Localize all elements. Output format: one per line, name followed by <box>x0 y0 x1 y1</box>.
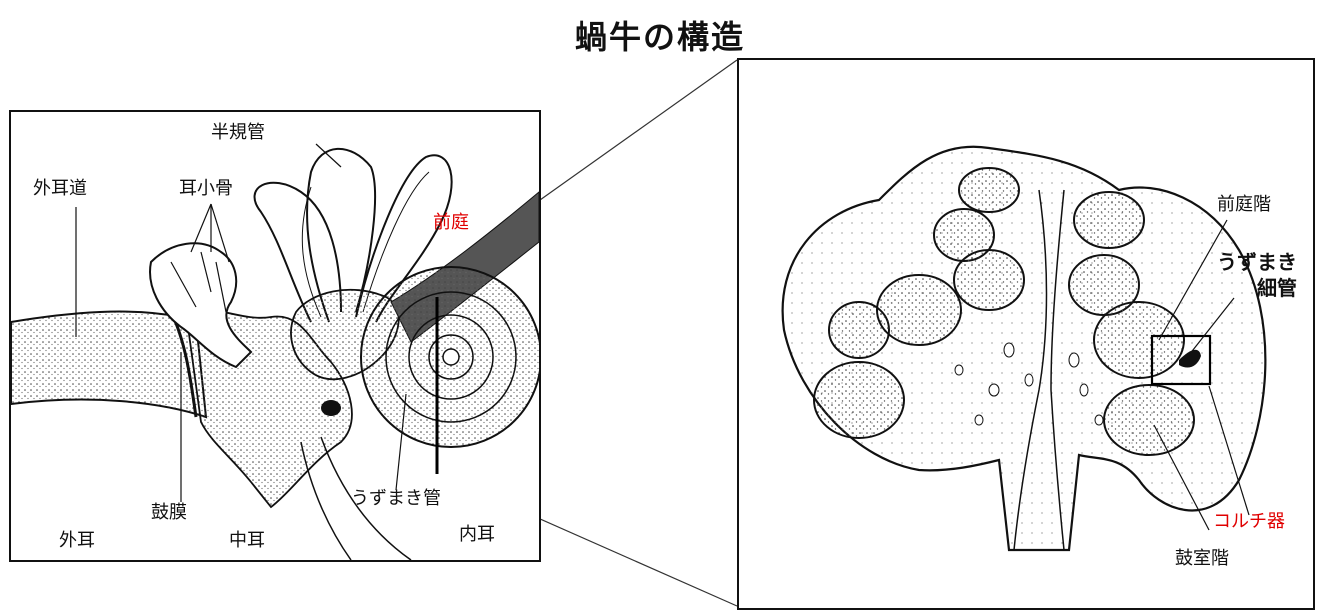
label-ossicles: 耳小骨 <box>179 180 233 198</box>
label-scala-tympani: 鼓室階 <box>1175 550 1229 568</box>
label-external-ear-canal: 外耳道 <box>33 180 87 198</box>
label-cochlear-duct-line1: うずまき <box>1217 252 1297 272</box>
label-cochlea: うずまき管 <box>351 490 441 508</box>
label-eardrum: 鼓膜 <box>151 504 187 522</box>
label-scala-vestibuli: 前庭階 <box>1217 196 1271 214</box>
label-middle-ear: 中耳 <box>229 532 265 550</box>
label-outer-ear: 外耳 <box>59 532 95 550</box>
label-cochlear-duct: うずまき 細管 <box>1217 252 1297 298</box>
label-cochlear-duct-line2: 細管 <box>1257 278 1297 298</box>
cochlea-spiral-shape <box>361 267 539 447</box>
ear-overview-panel: 半規管 外耳道 耳小骨 前庭 うずまき管 鼓膜 外耳 中耳 内耳 <box>9 110 541 562</box>
label-semicircular-canals: 半規管 <box>211 124 265 142</box>
cochlea-cross-section-panel: 前庭階 うずまき 細管 コルチ器 鼓室階 <box>737 58 1315 610</box>
ear-anatomy-drawing <box>11 112 539 560</box>
label-vestibule: 前庭 <box>433 214 469 232</box>
label-inner-ear: 内耳 <box>459 526 495 544</box>
label-organ-of-corti: コルチ器 <box>1213 513 1285 531</box>
